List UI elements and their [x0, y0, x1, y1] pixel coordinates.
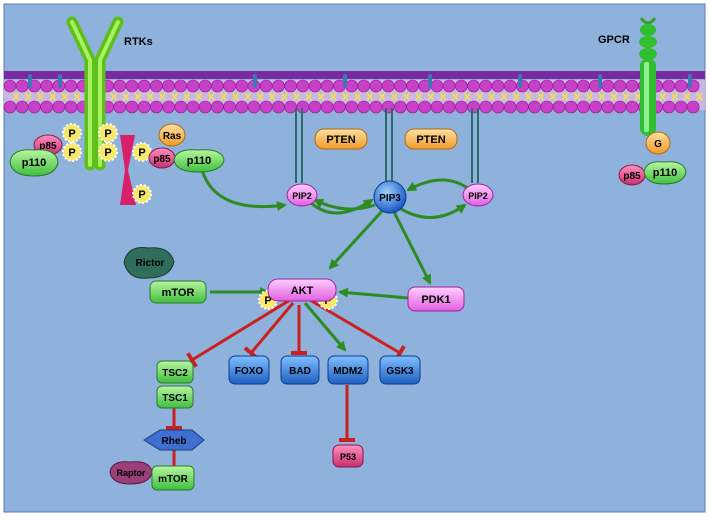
arrow-pip3-to-pdk1	[391, 209, 432, 285]
arrow-akt-to-mdm2	[303, 302, 347, 352]
raptor-node: Raptor	[109, 461, 153, 485]
mtor-node-upper: mTOR	[149, 280, 207, 304]
gpcr-receptor	[639, 17, 657, 136]
tsc2-node: TSC2	[156, 360, 194, 384]
activation-arrows	[198, 161, 471, 352]
rheb-node: Rheb	[143, 429, 205, 451]
svg-text:PIP2: PIP2	[292, 191, 312, 201]
tsc1-node: TSC1	[156, 385, 194, 409]
svg-text:PTEN: PTEN	[416, 134, 445, 146]
inhibit-akt-foxo	[243, 302, 295, 360]
svg-text:mTOR: mTOR	[158, 474, 189, 485]
gsk3-node: GSK3	[379, 355, 421, 385]
svg-text:PIP2: PIP2	[468, 191, 488, 201]
pip3-node: PIP3	[373, 180, 407, 214]
svg-text:p85: p85	[39, 141, 57, 152]
phosphate-group: P	[98, 123, 118, 143]
svg-text:FOXO: FOXO	[235, 366, 264, 377]
svg-text:P53: P53	[340, 452, 356, 462]
phosphate-label: P	[104, 147, 111, 159]
ras-node: Ras	[158, 123, 186, 147]
phosphate-label: P	[68, 128, 75, 140]
phosphate-label: P	[68, 147, 75, 159]
svg-text:PDK1: PDK1	[421, 294, 450, 306]
svg-text:Ras: Ras	[163, 131, 182, 142]
arrow-p110-to-pip2	[198, 161, 287, 212]
arrow-pdk1-to-akt	[338, 287, 409, 300]
svg-text:TSC2: TSC2	[162, 368, 188, 379]
phosphate-group: P	[132, 142, 152, 162]
svg-text:PTEN: PTEN	[326, 134, 355, 146]
ras-adaptor	[120, 135, 136, 205]
akt-node: AKT	[267, 278, 337, 302]
p110-node-gpcr: p110	[643, 161, 687, 185]
svg-text:p110: p110	[22, 157, 46, 169]
pip-anchors	[295, 108, 479, 183]
rictor-node: Rictor	[123, 247, 175, 279]
pip2-node-right: PIP2	[462, 183, 494, 207]
cell-membrane	[3, 71, 705, 114]
p85-node-gpcr: p85	[618, 164, 646, 186]
svg-text:GSK3: GSK3	[386, 366, 414, 377]
rtks-label: RTKs	[124, 36, 153, 48]
arrow-pip3-to-pip2-left	[313, 198, 376, 211]
svg-text:p110: p110	[187, 155, 211, 167]
svg-text:Raptor: Raptor	[117, 468, 146, 478]
foxo-node: FOXO	[228, 355, 270, 385]
phosphate-label: P	[264, 295, 271, 307]
bad-node: BAD	[280, 355, 320, 385]
phosphate-label: P	[138, 147, 145, 159]
svg-text:G: G	[654, 139, 662, 150]
pten-node-1: PTEN	[314, 128, 368, 150]
svg-text:MDM2: MDM2	[333, 366, 363, 377]
svg-text:AKT: AKT	[291, 285, 314, 297]
gpcr-label: GPCR	[598, 34, 630, 46]
svg-text:PIP3: PIP3	[379, 193, 401, 204]
arrow-pip3-to-akt	[328, 208, 385, 270]
phosphate-group: P	[62, 123, 82, 143]
mdm2-node: MDM2	[327, 355, 369, 385]
svg-text:Rheb: Rheb	[162, 436, 187, 447]
phosphate-group: P	[98, 142, 118, 162]
p110-node-rtk: p110	[9, 149, 59, 177]
arrow-pip2-right-to-pip3	[406, 178, 471, 192]
mtor-node-lower: mTOR	[151, 465, 195, 491]
svg-text:p110: p110	[653, 167, 677, 179]
arrow-pip3-to-pip2-right	[394, 203, 467, 219]
phosphate-label: P	[138, 189, 145, 201]
phosphate-group: P	[62, 142, 82, 162]
g-protein-node: G	[645, 131, 671, 155]
svg-text:p85: p85	[153, 154, 171, 165]
inhibit-akt-tsc2	[186, 298, 291, 368]
svg-text:Rictor: Rictor	[136, 258, 165, 269]
phosphate-label: P	[104, 128, 111, 140]
svg-text:BAD: BAD	[289, 366, 311, 377]
p85-node-ras: p85	[148, 147, 176, 169]
svg-text:TSC1: TSC1	[162, 393, 188, 404]
svg-text:mTOR: mTOR	[162, 287, 195, 299]
phosphate-group: P	[132, 184, 152, 204]
pdk1-node: PDK1	[407, 286, 465, 312]
pten-node-2: PTEN	[404, 128, 458, 150]
svg-text:p85: p85	[623, 171, 641, 182]
p53-node: P53	[332, 444, 364, 468]
pip2-node-left: PIP2	[286, 183, 318, 207]
p110-node-ras: p110	[173, 149, 225, 173]
